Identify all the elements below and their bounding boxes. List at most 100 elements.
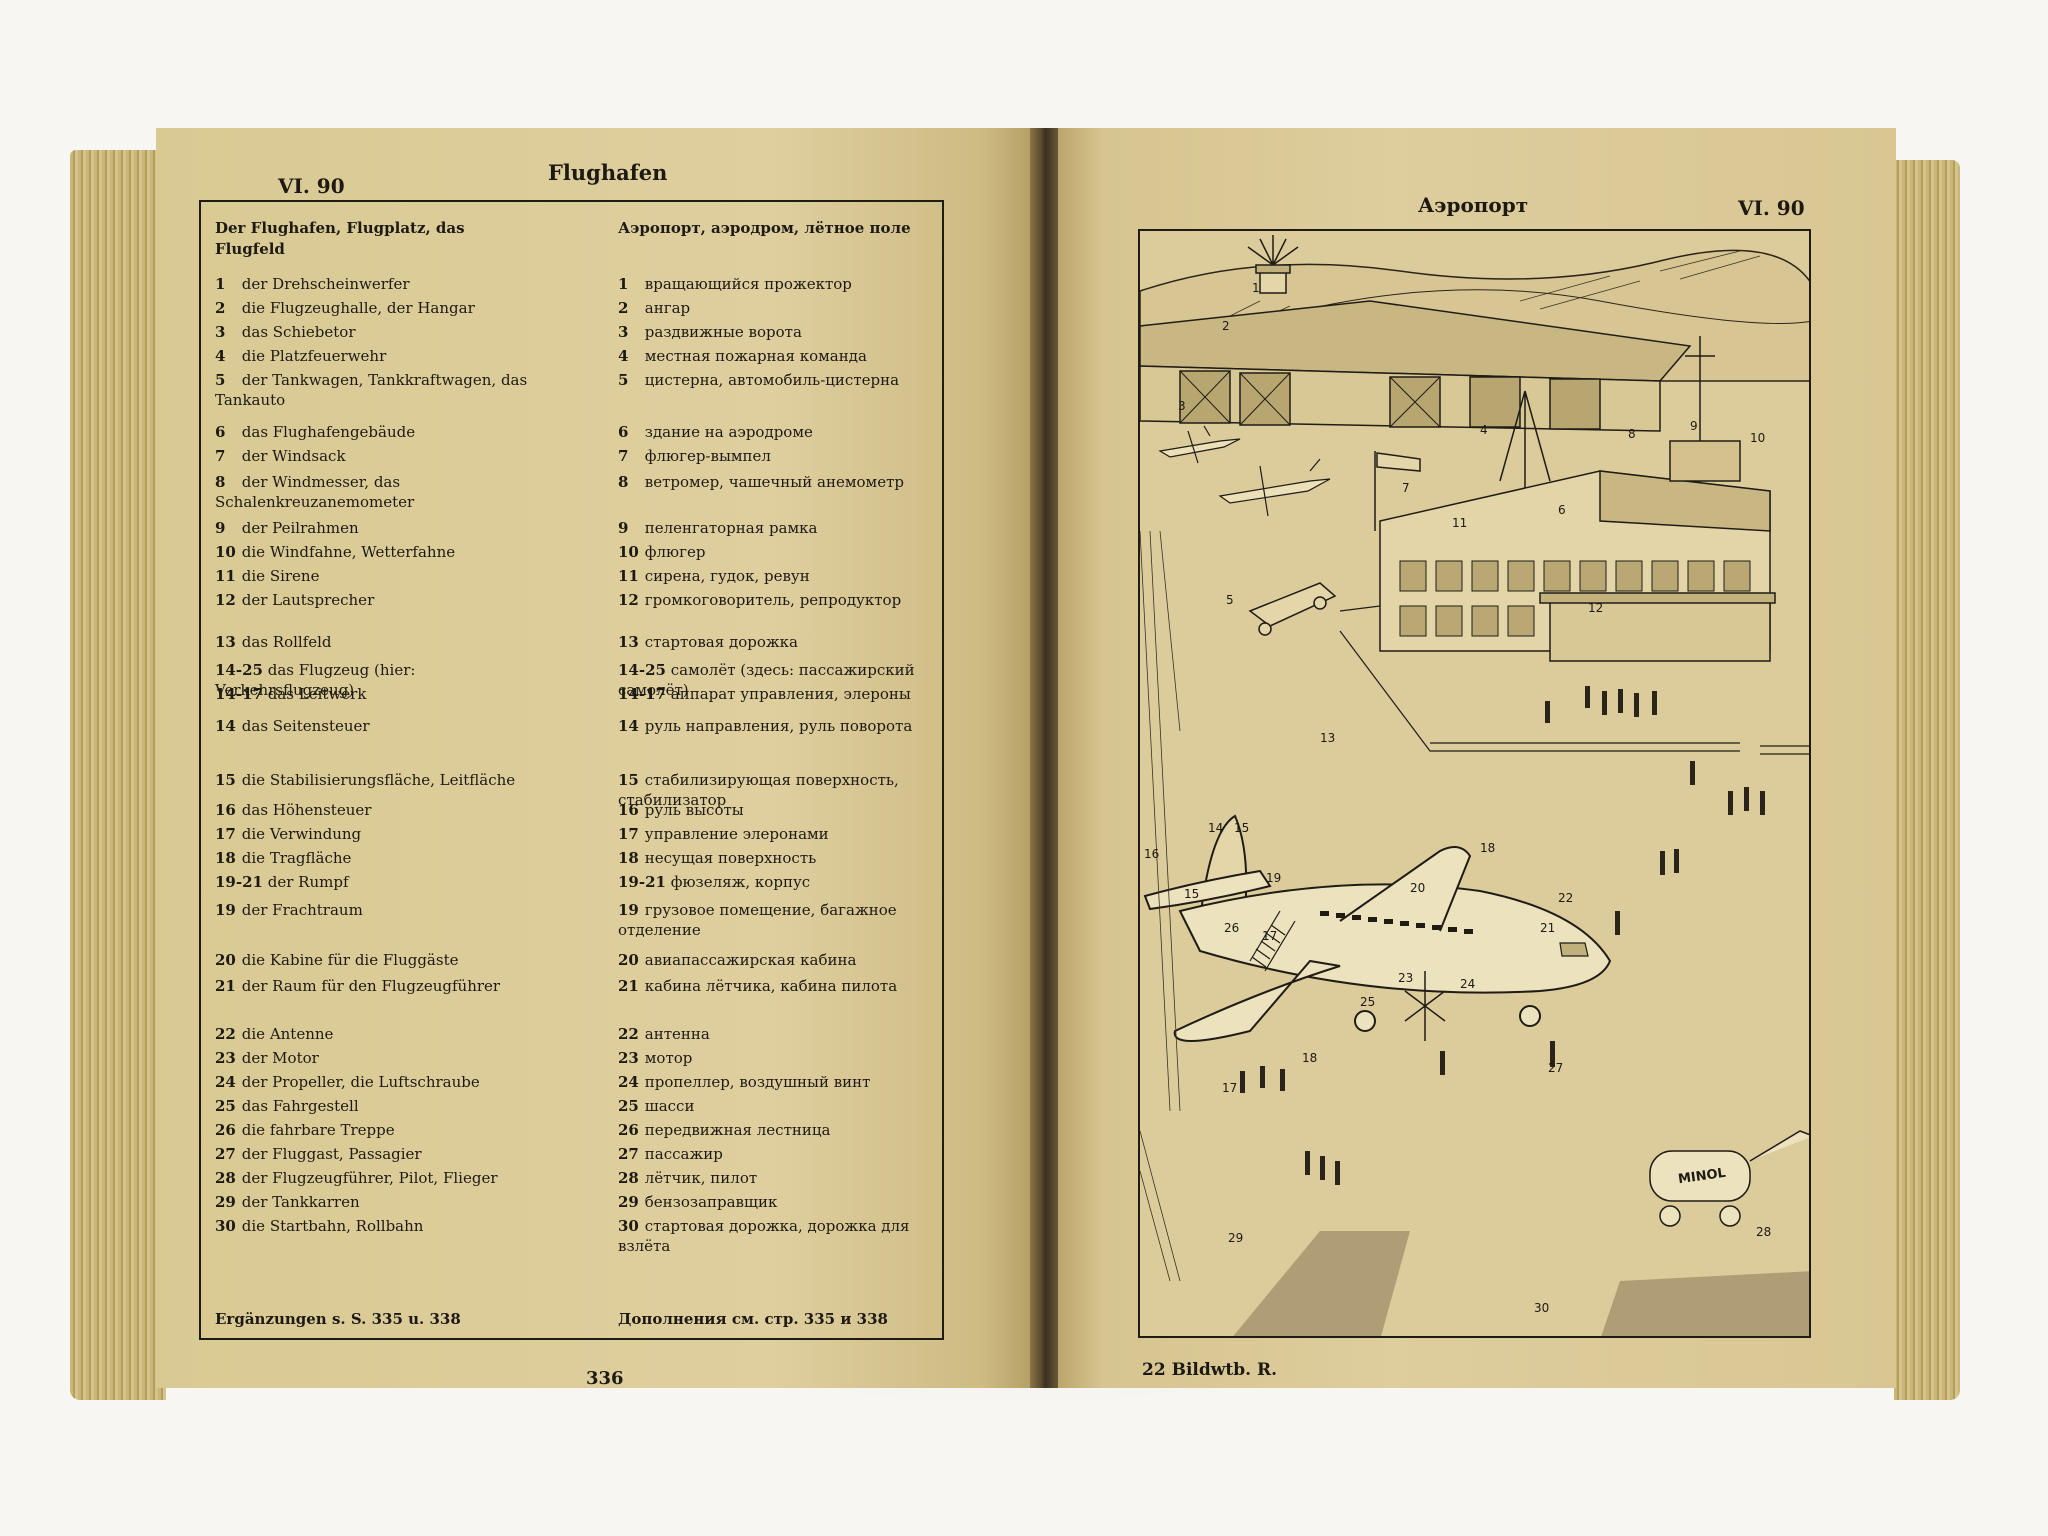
russian-entry: 10 флюгер	[618, 542, 928, 562]
runway-markings	[1233, 1231, 1809, 1336]
german-term: die Antenne	[237, 1025, 334, 1043]
russian-entry: 14-17 аппарат управления, элероны	[618, 684, 928, 704]
entry-number: 3	[618, 323, 629, 341]
german-term: die Kabine für die Fluggäste	[237, 951, 459, 969]
german-term: das Seitensteuer	[237, 717, 370, 735]
russian-entry: 23 мотор	[618, 1048, 928, 1068]
german-term: der Fluggast, Passagier	[237, 1145, 422, 1163]
german-entry: 5 der Tankwagen, Tankkraftwagen, das Tan…	[215, 370, 535, 410]
german-term: der Tankwagen, Tankkraftwagen, das Tanka…	[215, 371, 528, 409]
russian-entry: 18 несущая поверхность	[618, 848, 928, 868]
russian-term: сирена, гудок, ревун	[640, 567, 810, 585]
german-entry: 10 die Windfahne, Wetterfahne	[215, 542, 535, 562]
german-entry: 27 der Fluggast, Passagier	[215, 1144, 535, 1164]
russian-term: передвижная лестница	[640, 1121, 831, 1139]
russian-entry: 12 громкоговоритель, репродуктор	[618, 590, 928, 610]
german-term: die Stabilisierungsfläche, Leitfläche	[237, 771, 516, 789]
russian-term: раздвижные ворота	[640, 323, 802, 341]
entry-number: 19	[215, 901, 236, 919]
callout-label: 19	[1266, 871, 1282, 885]
german-entry: 8 der Windmesser, das Schalenkreuzanemom…	[215, 472, 535, 512]
right-page-title: Аэропорт	[1418, 193, 1529, 217]
callout-label: 15	[1184, 887, 1200, 901]
tank-truck	[1248, 582, 1337, 636]
russian-entry: 22 антенна	[618, 1024, 928, 1044]
russian-term: стартовая дорожка, дорожка для взлёта	[618, 1217, 910, 1255]
callout-label: 12	[1588, 601, 1604, 615]
entry-number: 7	[215, 447, 226, 465]
german-entry: 23 der Motor	[215, 1048, 535, 1068]
entry-number: 6	[215, 423, 226, 441]
entry-number: 18	[215, 849, 236, 867]
russian-term: кабина лётчика, кабина пилота	[640, 977, 898, 995]
german-term: der Rumpf	[262, 873, 349, 891]
russian-term: руль высоты	[640, 801, 744, 819]
entry-number: 26	[618, 1121, 639, 1139]
entry-number: 29	[215, 1193, 236, 1211]
entry-number: 19	[618, 901, 639, 919]
entry-number: 10	[215, 543, 236, 561]
german-term: der Windsack	[237, 447, 346, 465]
entry-number: 16	[618, 801, 639, 819]
russian-term: мотор	[640, 1049, 693, 1067]
german-entry: 24 der Propeller, die Luftschraube	[215, 1072, 535, 1092]
german-term: der Windmesser, das Schalenkreuzanemomet…	[215, 473, 415, 511]
entry-number: 14	[215, 717, 236, 735]
callout-label: 4	[1480, 423, 1488, 437]
german-entry: 4 die Platzfeuerwehr	[215, 346, 535, 366]
russian-term: громкоговоритель, репродуктор	[640, 591, 902, 609]
german-heading: Der Flughafen, Flugplatz, das Flugfeld	[215, 219, 465, 258]
german-entry: 28 der Flugzeugführer, Pilot, Flieger	[215, 1168, 535, 1188]
russian-entry: 29 бензозаправщик	[618, 1192, 928, 1212]
entry-number: 14-17	[618, 685, 666, 703]
callout-label: 10	[1750, 431, 1766, 445]
german-entry: 6 das Flughafengebäude	[215, 422, 535, 442]
entry-number: 19-21	[215, 873, 263, 891]
callout-label: 15	[1234, 821, 1250, 835]
fuel-cart	[1649, 1130, 1809, 1227]
callout-label: 18	[1302, 1051, 1318, 1065]
russian-entry: 9 пеленгаторная рамка	[618, 518, 928, 538]
german-entry: 20 die Kabine für die Fluggäste	[215, 950, 535, 970]
german-term: der Raum für den Flugzeugführer	[237, 977, 501, 995]
russian-entry: 6 здание на аэродроме	[618, 422, 928, 442]
german-entry: 21 der Raum für den Flugzeugführer	[215, 976, 535, 996]
german-entry: 14-25 das Flugzeug (hier: Verkehrsflugze…	[215, 660, 535, 700]
russian-entry: 11 сирена, гудок, ревун	[618, 566, 928, 586]
german-entry: 19 der Frachtraum	[215, 900, 535, 920]
russian-term: грузовое помещение, багажное отделение	[618, 901, 897, 939]
entry-number: 14-25	[618, 661, 666, 679]
callout-label: 28	[1756, 1225, 1772, 1239]
german-footer: Ergänzungen s. S. 335 u. 338	[215, 1310, 461, 1328]
german-entry: 7 der Windsack	[215, 446, 535, 466]
german-term: die Tragfläche	[237, 849, 352, 867]
entry-number: 6	[618, 423, 629, 441]
callout-label: 5	[1226, 593, 1234, 607]
entry-number: 24	[215, 1073, 236, 1091]
german-term: die Sirene	[237, 567, 320, 585]
german-entry: 14-17 das Leitwerk	[215, 684, 535, 704]
russian-term: флюгер	[640, 543, 706, 561]
entry-number: 7	[618, 447, 629, 465]
german-term: die fahrbare Treppe	[237, 1121, 395, 1139]
entry-number: 14-17	[215, 685, 263, 703]
entry-number: 4	[215, 347, 226, 365]
callout-label: 2	[1222, 319, 1230, 333]
illustration-drawing	[1140, 235, 1809, 1336]
russian-term: несущая поверхность	[640, 849, 817, 867]
airport-building	[1379, 440, 1776, 662]
german-entry: 16 das Höhensteuer	[215, 800, 535, 820]
german-term: der Lautsprecher	[237, 591, 375, 609]
entry-number: 21	[215, 977, 236, 995]
callout-label: 16	[1144, 847, 1160, 861]
entry-number: 25	[618, 1097, 639, 1115]
callout-label: 30	[1534, 1301, 1550, 1315]
german-entry: 26 die fahrbare Treppe	[215, 1120, 535, 1140]
right-page-footer: 22 Bildwtb. R.	[1142, 1360, 1278, 1380]
russian-term: антенна	[640, 1025, 710, 1043]
russian-term: руль направления, руль поворота	[640, 717, 913, 735]
german-term: das Fahrgestell	[237, 1097, 359, 1115]
german-entry: 3 das Schiebetor	[215, 322, 535, 342]
russian-entry: 28 лётчик, пилот	[618, 1168, 928, 1188]
callout-label: 18	[1480, 841, 1496, 855]
